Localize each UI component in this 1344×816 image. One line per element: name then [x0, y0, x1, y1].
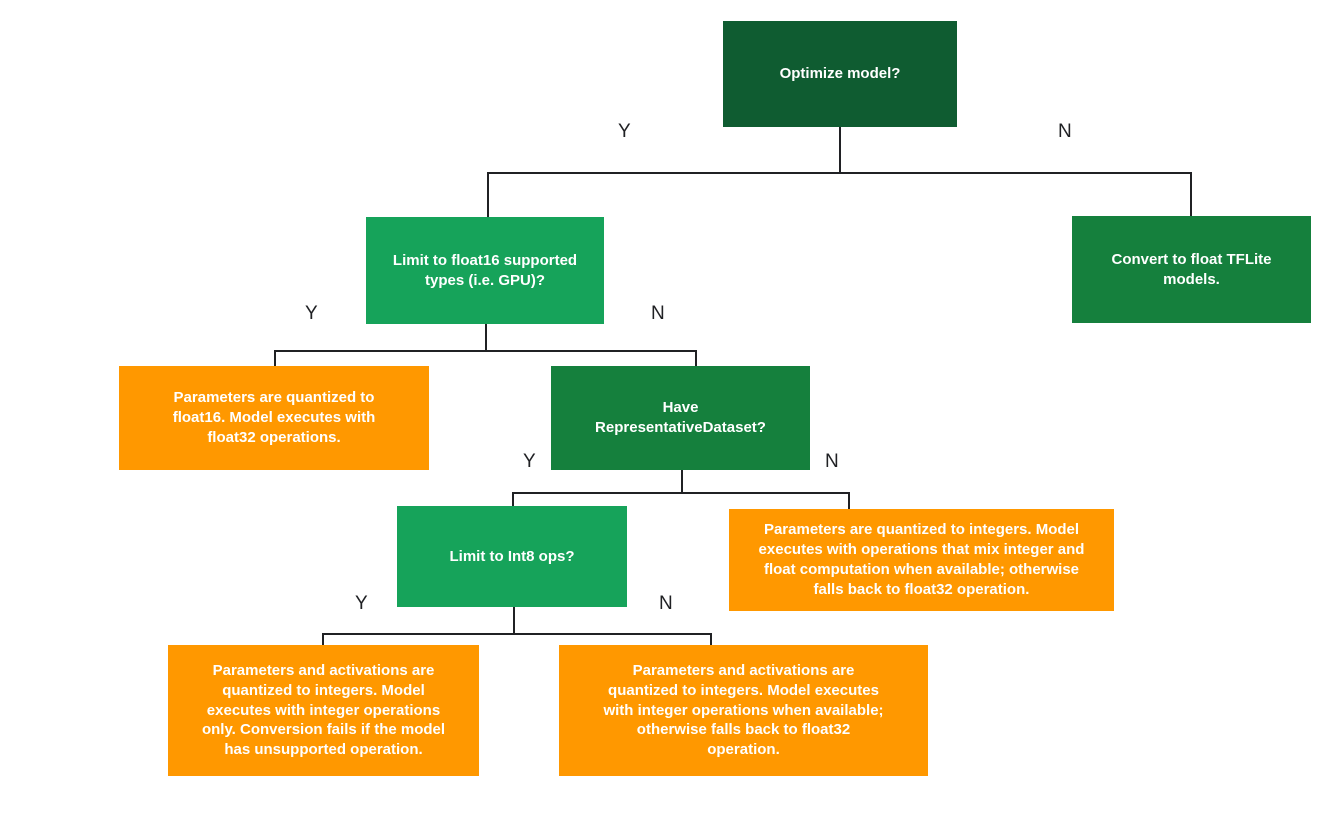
node-params-acts-int-fallback[interactable]: Parameters and activations are quantized…	[559, 645, 928, 776]
connector-dataset-bus	[512, 492, 850, 494]
node-have-representative-dataset[interactable]: Have RepresentativeDataset?	[551, 366, 810, 470]
connector-int8-drop-y	[322, 633, 324, 645]
connector-float16-drop-y	[274, 350, 276, 366]
node-label-params-acts-int-fallback: Parameters and activations are quantized…	[603, 662, 884, 759]
node-label-limit-float16: Limit to float16 supported types (i.e. G…	[392, 251, 578, 289]
node-label-convert-float-tflite: Convert to float TFLite models.	[1111, 250, 1272, 288]
connector-float16-stem	[485, 324, 487, 350]
node-label-limit-int8-ops: Limit to Int8 ops?	[449, 547, 575, 565]
node-label-optimize-model: Optimize model?	[779, 65, 901, 83]
edge-label-float16-no: N	[651, 303, 665, 324]
edge-label-float16-yes: Y	[305, 303, 318, 324]
edge-label-dataset-no: N	[825, 451, 839, 472]
node-label-have-representative-dataset: Have RepresentativeDataset?	[595, 399, 766, 436]
node-limit-float16[interactable]: Limit to float16 supported types (i.e. G…	[366, 217, 604, 324]
connector-dataset-drop-n	[848, 492, 850, 509]
edge-label-optimize-yes: Y	[618, 121, 631, 142]
node-convert-float-tflite[interactable]: Convert to float TFLite models.	[1072, 216, 1311, 323]
edge-label-int8-yes: Y	[355, 593, 368, 614]
node-limit-int8-ops[interactable]: Limit to Int8 ops?	[397, 506, 627, 607]
connector-int8-bus	[322, 633, 712, 635]
edge-label-optimize-no: N	[1058, 121, 1072, 142]
edge-label-dataset-yes: Y	[523, 451, 536, 472]
node-params-acts-int-only[interactable]: Parameters and activations are quantized…	[168, 645, 479, 776]
connector-float16-bus	[274, 350, 697, 352]
connector-optimize-stem	[839, 127, 841, 172]
connector-optimize-bus	[487, 172, 1192, 174]
connector-dataset-drop-y	[512, 492, 514, 506]
node-params-float16[interactable]: Parameters are quantized to float16. Mod…	[119, 366, 429, 470]
node-optimize-model[interactable]: Optimize model?	[723, 21, 957, 127]
edge-label-int8-no: N	[659, 593, 673, 614]
connector-optimize-drop-n	[1190, 172, 1192, 216]
connector-int8-drop-n	[710, 633, 712, 645]
connector-optimize-drop-y	[487, 172, 489, 217]
connector-dataset-stem	[681, 470, 683, 492]
connector-float16-drop-n	[695, 350, 697, 366]
connector-int8-stem	[513, 607, 515, 633]
node-label-params-int-mixed: Parameters are quantized to integers. Mo…	[758, 521, 1085, 598]
node-label-params-float16: Parameters are quantized to float16. Mod…	[172, 389, 376, 446]
node-label-params-acts-int-only: Parameters and activations are quantized…	[201, 662, 446, 759]
node-params-int-mixed[interactable]: Parameters are quantized to integers. Mo…	[729, 509, 1114, 611]
